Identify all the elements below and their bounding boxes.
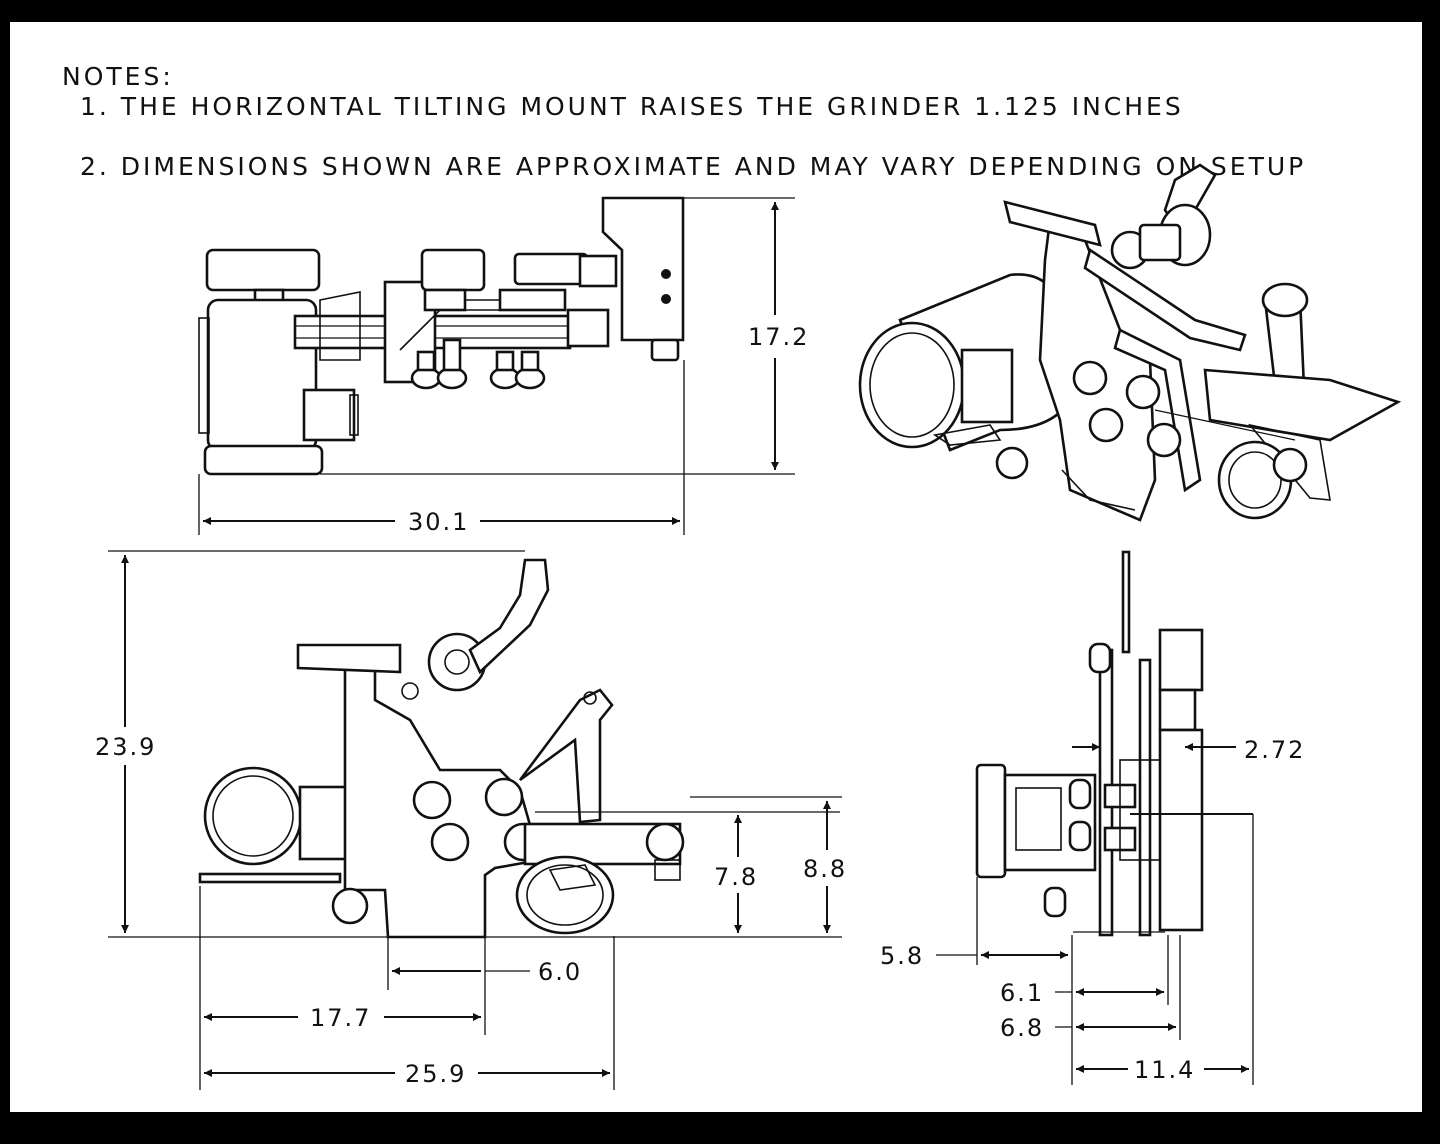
side-view — [975, 550, 1253, 937]
dim-6-1: 6.1 — [1000, 979, 1044, 1007]
top-view — [198, 196, 685, 476]
top-view-dimensions: 17.2 30.1 — [198, 197, 809, 536]
notes-heading: NOTES: — [62, 62, 174, 91]
dim-30-1: 30.1 — [408, 508, 469, 536]
dim-8-8: 8.8 — [803, 855, 847, 883]
dim-17-2: 17.2 — [748, 323, 809, 351]
dim-11-4: 11.4 — [1134, 1056, 1195, 1084]
dim-7-8: 7.8 — [714, 863, 758, 891]
dim-17-7: 17.7 — [310, 1004, 371, 1032]
note-2: 2. DIMENSIONS SHOWN ARE APPROXIMATE AND … — [80, 152, 1307, 181]
note-1: 1. THE HORIZONTAL TILTING MOUNT RAISES T… — [80, 92, 1184, 121]
dim-2-72: 2.72 — [1244, 736, 1305, 764]
dim-6-0: 6.0 — [538, 958, 582, 986]
front-view-dimensions: 23.9 7.8 8.8 6.0 17.7 25.9 — [95, 550, 847, 1090]
side-view-dimensions: 2.72 5.8 6.1 6.8 11.4 — [880, 736, 1305, 1085]
dim-6-8: 6.8 — [1000, 1014, 1044, 1042]
front-view — [108, 558, 842, 939]
dim-5-8: 5.8 — [880, 942, 924, 970]
dim-25-9: 25.9 — [405, 1060, 466, 1088]
isometric-view — [858, 163, 1402, 522]
dim-23-9: 23.9 — [95, 733, 156, 761]
